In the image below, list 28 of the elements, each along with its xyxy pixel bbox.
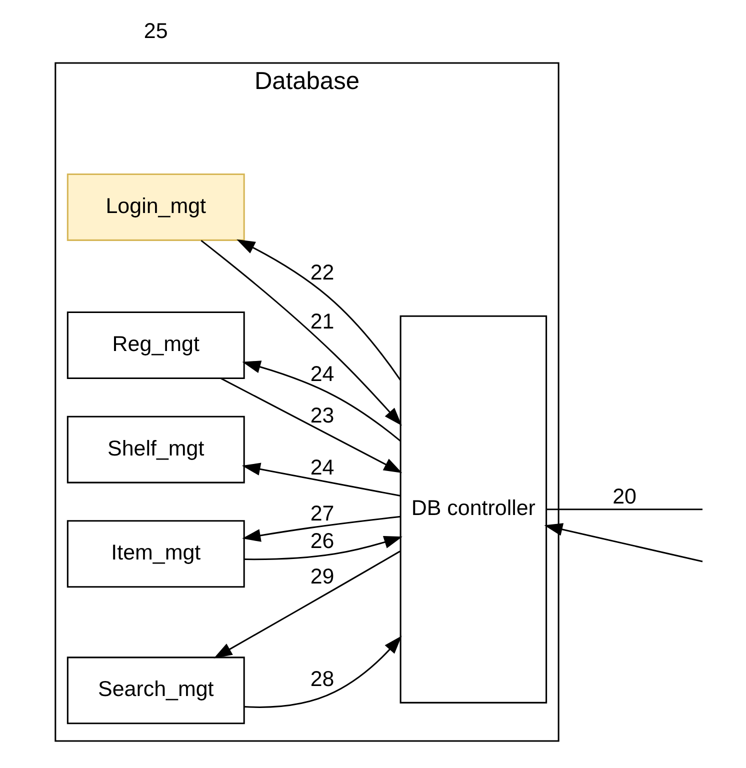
- arrow: [544, 523, 702, 562]
- edge-label: 23: [310, 403, 334, 428]
- label: 25: [143, 19, 168, 44]
- arrow: [244, 636, 402, 708]
- edge-label: 21: [310, 310, 334, 334]
- node-box: Login_mgt: [66, 173, 244, 241]
- node-box: Reg_mgt: [66, 312, 244, 380]
- edge-label: 28: [310, 667, 334, 692]
- edge-label: 26: [310, 529, 334, 554]
- node-box: Search_mgt: [66, 656, 244, 724]
- edge-label: 29: [310, 564, 334, 588]
- node-box: Shelf_mgt: [66, 416, 244, 484]
- edge-label: 24: [310, 455, 334, 480]
- arrow: [242, 360, 400, 442]
- arrow: [236, 239, 401, 380]
- connector: [546, 508, 702, 510]
- edge-label: 27: [310, 501, 334, 526]
- edge-label: 20: [612, 484, 636, 509]
- arrow: [200, 240, 402, 426]
- arrow: [213, 550, 400, 658]
- edge-label: 24: [310, 362, 334, 386]
- edge-label: 22: [310, 260, 334, 285]
- arrow: [242, 516, 400, 542]
- arrow: [241, 462, 400, 497]
- arrow: [220, 378, 402, 474]
- arrow: [244, 536, 402, 560]
- node-box: Item_mgt: [66, 520, 244, 588]
- node-box: DB controller: [399, 315, 547, 704]
